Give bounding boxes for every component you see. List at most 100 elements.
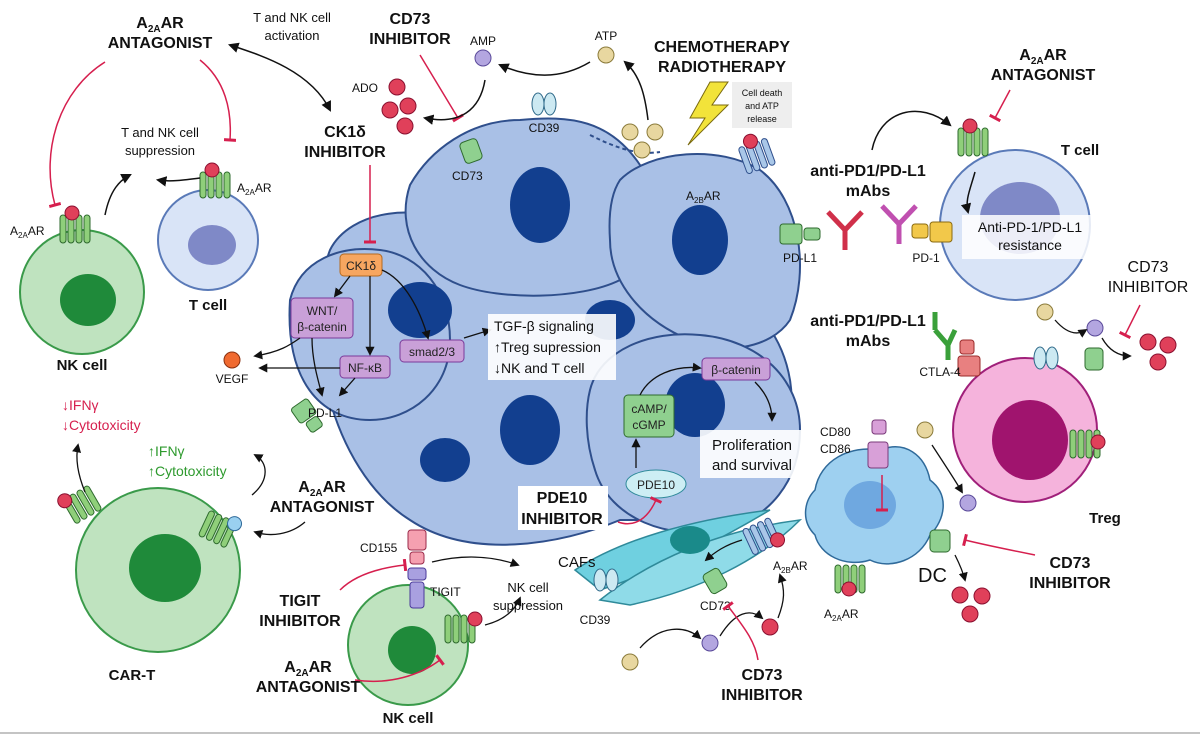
ctla4-icon (957, 339, 981, 377)
ado-molecules (951, 586, 991, 623)
chemo-label: CHEMOTHERAPY (654, 39, 790, 56)
svg-text:A2AAR: A2AAR (136, 15, 184, 35)
cd73-label-top: CD73 (452, 169, 483, 183)
beta-catenin-box (701, 357, 771, 381)
a2aar-antagonist-top-left: A2AAR ANTAGONIST (108, 15, 213, 52)
arrow (484, 596, 522, 626)
arrow (871, 110, 952, 151)
inhibition-line (617, 496, 663, 525)
tgf-text-3: ↓NK and T cell (494, 360, 585, 376)
a2aar-label-tcell: A2AAR (237, 181, 272, 197)
atp-molecule (597, 46, 615, 64)
proliferation-text-2: and survival (712, 457, 792, 474)
wnt-label-1: WNT/ (307, 304, 338, 318)
arrow (777, 573, 787, 619)
smad-label: smad2/3 (409, 345, 455, 359)
ctla4-label: CTLA-4 (919, 365, 961, 379)
cell-death-text-1: Cell death (742, 88, 783, 98)
arrow (333, 275, 351, 298)
svg-text:A2BAR: A2BAR (686, 189, 721, 205)
nk-suppression-1: NK cell (507, 580, 548, 595)
arrow (381, 269, 431, 340)
resistance-box (962, 215, 1097, 259)
proliferation-box (700, 430, 804, 478)
cd39-label-top: CD39 (529, 121, 560, 135)
nk-cell-bottom-label: NK cell (383, 710, 434, 727)
cd73-inhibitor-bottom-1: CD73 (742, 667, 783, 684)
arrow (104, 174, 132, 216)
ck1d-inhibitor-label-1: CK1δ (324, 124, 366, 141)
pde10-label: PDE10 (637, 478, 675, 492)
ado-label: ADO (352, 81, 378, 95)
arrow (623, 60, 649, 121)
svg-text:ANTAGONIST: ANTAGONIST (108, 35, 213, 52)
cd73-label-caf: CD73 (700, 599, 731, 613)
wnt-label-2: β-catenin (297, 320, 347, 334)
pd-l1-label-right: PD-L1 (783, 251, 817, 265)
nk-cell-label: NK cell (57, 357, 108, 374)
radio-label: RADIOTHERAPY (658, 59, 786, 76)
arrow (338, 377, 356, 397)
svg-text:A2BAR: A2BAR (773, 559, 808, 575)
svg-text:ANTAGONIST: ANTAGONIST (270, 499, 375, 516)
cd80-label: CD80 (820, 425, 851, 439)
camp-box (623, 394, 675, 438)
svg-text:A2AAR: A2AAR (10, 224, 45, 240)
tgf-text-1: TGF-β signaling (494, 318, 594, 334)
treg-label: Treg (1089, 510, 1121, 527)
ado-molecules (1139, 333, 1177, 371)
atp-molecule (621, 653, 639, 671)
arrow (463, 327, 492, 339)
ck1d-box-label: CK1δ (346, 259, 376, 273)
arrow (498, 61, 591, 76)
svg-text:A2AAR: A2AAR (284, 659, 332, 679)
pde10-inhibitor-1: PDE10 (537, 490, 588, 507)
ado-molecules (381, 78, 417, 135)
cd73-inhibitor-treg-1: CD73 (1128, 259, 1169, 276)
arrow (639, 628, 702, 649)
cd73-receptor-icon (1084, 347, 1104, 371)
pd-l1-icon (779, 223, 821, 245)
svg-text:ANTAGONIST: ANTAGONIST (991, 67, 1096, 84)
arrow (954, 554, 968, 582)
cd73-inhibitor-bottom-2: INHIBITOR (721, 687, 803, 704)
beta-catenin-label: β-catenin (711, 363, 761, 377)
tumor-nucleus (388, 282, 452, 338)
dc-nucleus (844, 481, 896, 529)
cd155-label: CD155 (360, 541, 398, 555)
arrow (253, 521, 306, 539)
a2aar-receptor-icon (198, 510, 243, 548)
tgf-box (488, 314, 616, 380)
pd-l1-label-left: PD-L1 (308, 406, 342, 420)
a2aar-receptor-icon (444, 611, 483, 644)
inhibition-line (419, 54, 464, 123)
ck1d-inhibitor-label-2: INHIBITOR (304, 144, 386, 161)
nk-cell-left (19, 229, 145, 355)
cd80-86-icon (867, 419, 889, 469)
arrow (431, 556, 520, 567)
svg-text:A2AAR: A2AAR (298, 479, 346, 499)
amp-label: AMP (470, 34, 496, 48)
amp-molecule (959, 494, 977, 512)
car-t-label: CAR-T (109, 667, 156, 684)
resistance-text-1: Anti-PD-1/PD-L1 (978, 219, 1082, 235)
inhibition-line (199, 59, 237, 142)
atp-molecules (621, 123, 664, 159)
cyto-down: ↓Cytotoxicity (62, 417, 141, 433)
tumor-nucleus (510, 167, 570, 243)
inhibition-line (722, 601, 759, 661)
cell-death-box (732, 82, 792, 128)
inhibition-line (354, 654, 445, 683)
ifn-down: ↓IFNγ (62, 397, 99, 413)
arrow (704, 539, 743, 562)
svg-text:A2AAR: A2AAR (824, 607, 859, 623)
a2aar-receptor-icon (199, 162, 231, 199)
a2bar-receptor-icon (738, 133, 776, 174)
a2aar-antagonist-mid-left: A2AAR ANTAGONIST (270, 479, 375, 516)
arrow (72, 443, 86, 493)
nk-cell-bottom (347, 584, 469, 706)
anti-pd1-label-mid-1: anti-PD1/PD-L1 (810, 313, 926, 330)
arrow (253, 337, 301, 360)
tumor-nucleus (420, 438, 470, 482)
